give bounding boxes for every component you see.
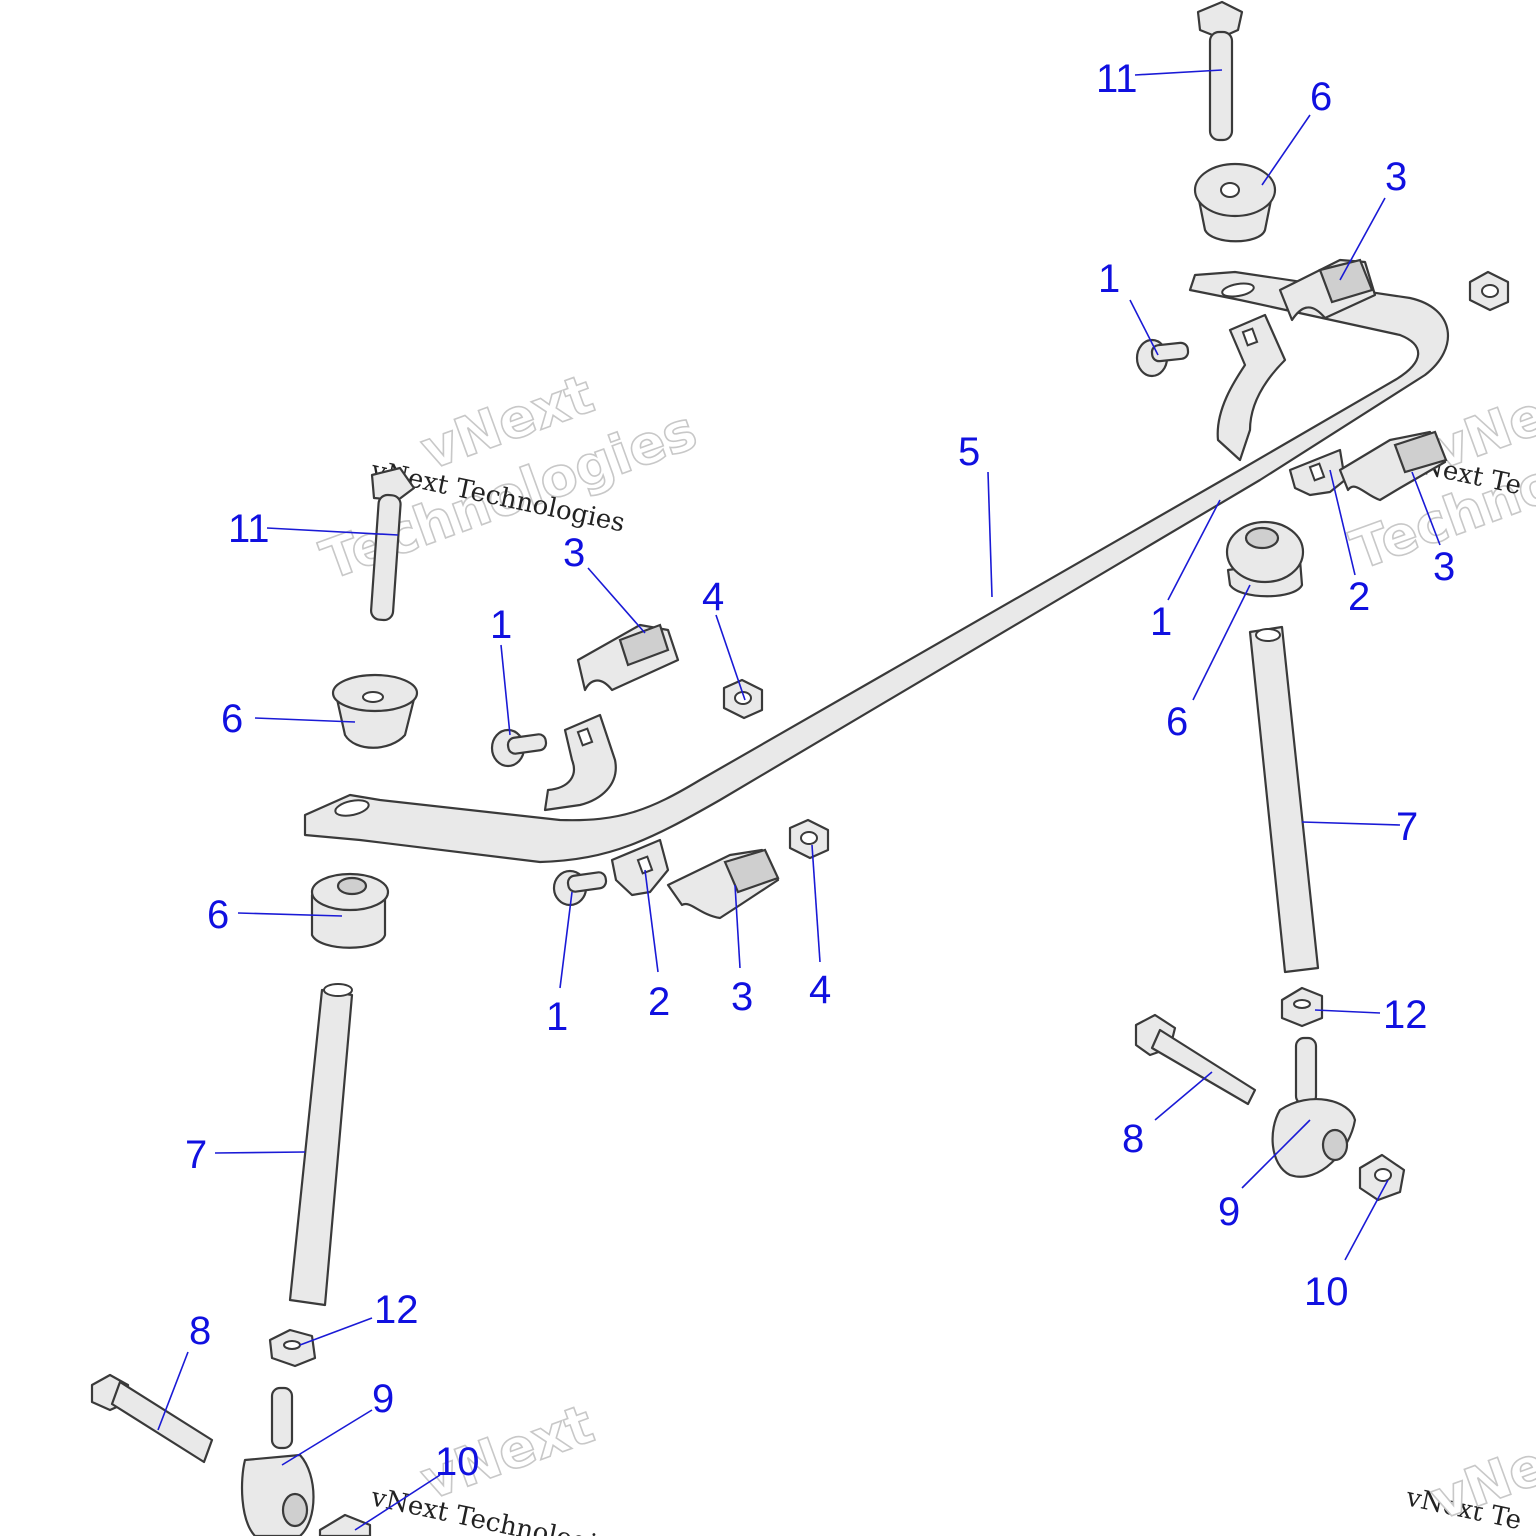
callout-5: 5 (958, 430, 980, 474)
callout-7-left: 7 (185, 1133, 207, 1177)
link-rod-7-left (288, 983, 354, 1307)
link-rod-7-right (1248, 625, 1320, 974)
bolt-11-right (1196, 0, 1244, 142)
bolt-1-right-upper (1135, 338, 1190, 378)
callout-11-right: 11 (1096, 57, 1138, 101)
bracket-2-right-upper (1216, 313, 1287, 462)
bolt-8-right (1134, 1013, 1257, 1106)
bushing-6-left-upper (331, 673, 419, 749)
callouts: 11 6 3 1 5 1 2 3 6 7 12 8 9 10 11 3 1 4 … (185, 57, 1455, 1484)
nut-4-right (1468, 270, 1510, 312)
callout-3-left-upper: 3 (563, 531, 585, 575)
callout-9-left: 9 (372, 1377, 394, 1421)
callout-1-right-upper: 1 (1098, 257, 1120, 301)
bolt-1-left-upper (490, 728, 548, 768)
callout-7-right: 7 (1396, 805, 1418, 849)
callout-10-right: 10 (1304, 1270, 1349, 1314)
callout-1-right-lower: 1 (1150, 600, 1172, 644)
clamp-3-left-upper (576, 623, 680, 692)
callout-3-right-upper: 3 (1385, 155, 1407, 199)
bolt-11-left (369, 466, 416, 622)
callout-3-left-lower: 3 (731, 975, 753, 1019)
bracket-2-right-lower (1288, 448, 1347, 497)
callout-9-right: 9 (1218, 1190, 1240, 1234)
watermark-bottom: vNext vNext Technologies vNext Te vNext (368, 1391, 1536, 1536)
bracket-2-left-upper (543, 713, 617, 812)
bolt-1-left-lower (552, 869, 608, 907)
nut-10-right (1358, 1153, 1406, 1202)
nut-12-right (1280, 986, 1324, 1028)
callout-3-right-lower: 3 (1433, 545, 1455, 589)
nut-10-left (318, 1513, 372, 1536)
bracket-2-left-lower (610, 838, 670, 897)
clamp-3-left-lower (666, 848, 780, 920)
bushing-6-right-lower (1225, 520, 1305, 598)
callout-11-left: 11 (228, 507, 270, 551)
callout-6-left-lower: 6 (207, 893, 229, 937)
nut-12-left (268, 1328, 317, 1368)
callout-2-right: 2 (1348, 575, 1370, 619)
callout-1-left-lower: 1 (546, 995, 568, 1039)
nut-4-left-upper (722, 678, 764, 720)
callout-2-left: 2 (648, 980, 670, 1024)
leader-lines (157, 69, 1441, 1531)
callout-10-left: 10 (435, 1440, 480, 1484)
callout-8-left: 8 (189, 1309, 211, 1353)
bushing-6-left-lower (310, 872, 390, 949)
callout-8-right: 8 (1122, 1117, 1144, 1161)
callout-1-left-upper: 1 (490, 603, 512, 647)
callout-12-left: 12 (374, 1288, 419, 1332)
rod-end-9-left (240, 1386, 315, 1536)
bolt-8-left (90, 1373, 214, 1464)
clamp-3-right-lower (1338, 430, 1448, 502)
callout-4-left-lower: 4 (809, 968, 831, 1012)
bushing-6-right-upper (1193, 162, 1277, 243)
clamp-3-right-upper (1278, 258, 1377, 322)
nut-4-left-lower (788, 818, 830, 860)
callout-12-right: 12 (1383, 993, 1428, 1037)
rod-end-9-right (1271, 1036, 1357, 1178)
callout-6-left-upper: 6 (221, 697, 243, 741)
callout-6-right-lower: 6 (1166, 700, 1188, 744)
callout-6-right-upper: 6 (1310, 75, 1332, 119)
watermark-caption-bottom: vNext Technologies (368, 1482, 628, 1536)
callout-4-left-upper: 4 (702, 575, 724, 619)
